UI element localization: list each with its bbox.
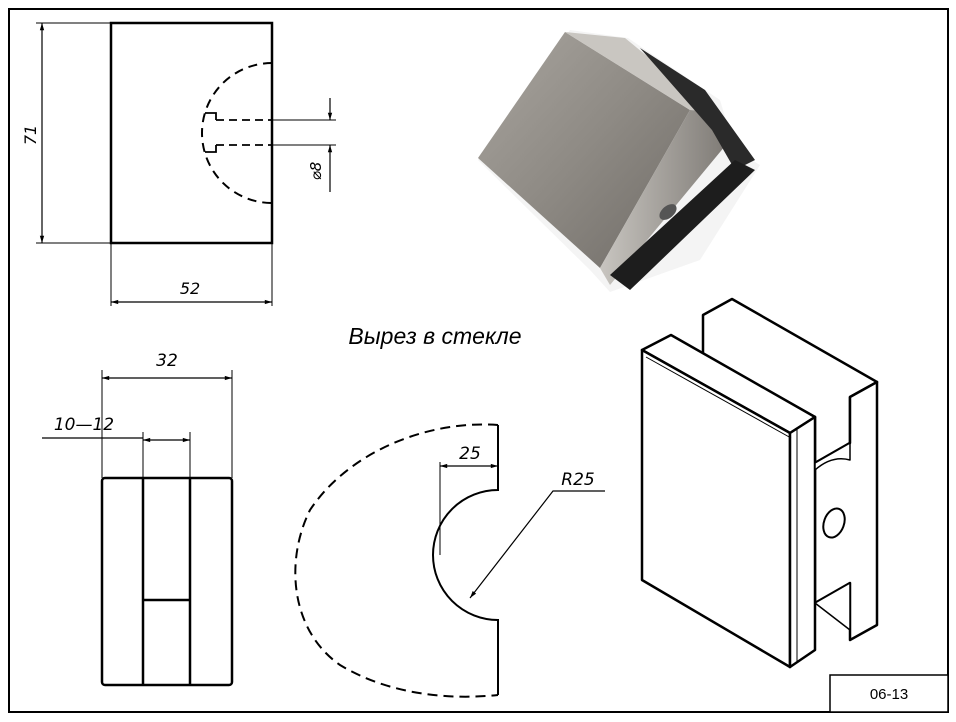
front-view xyxy=(36,21,336,306)
cutout-radius-label: R25 xyxy=(561,470,594,490)
cutout-depth-label: 25 xyxy=(459,444,481,464)
hole-diameter-label: ⌀8 xyxy=(307,162,325,181)
drawing-code: 06-13 xyxy=(870,686,908,703)
side-width-label: 32 xyxy=(156,351,178,371)
isometric-view xyxy=(640,297,879,669)
glass-thickness-label: 10—12 xyxy=(54,415,114,435)
glass-cutout xyxy=(294,423,605,698)
height-dimension-label: 71 xyxy=(21,125,40,145)
product-photo xyxy=(478,30,760,292)
sheet-frame xyxy=(8,8,949,713)
cutout-caption: Вырез в стекле xyxy=(348,323,521,349)
side-view xyxy=(42,370,234,687)
width-dimension-label: 52 xyxy=(180,279,200,298)
title-block: 06-13 xyxy=(829,674,949,713)
